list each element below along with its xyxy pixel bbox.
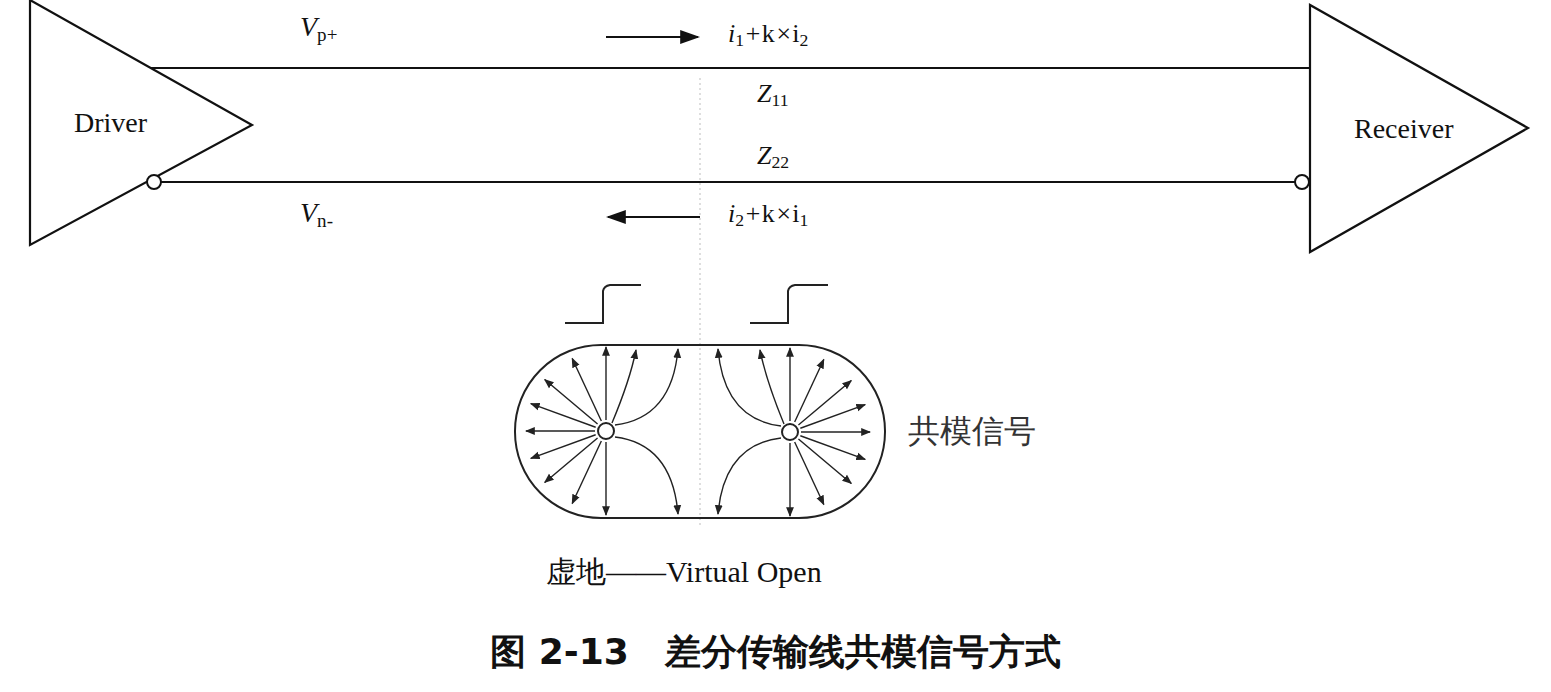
field-arrow: [545, 438, 598, 482]
buffer-triangle: [30, 0, 252, 245]
field-arrow: [572, 358, 601, 421]
current-label: i2+k×i1: [728, 198, 808, 232]
inversion-bubble: [147, 175, 161, 189]
voltage-label: Vp+: [300, 10, 337, 47]
virtual-ground-label: 虚地——Virtual Open: [546, 554, 822, 590]
buffer-triangle: [1310, 5, 1528, 252]
current-label: i1+k×i2: [728, 18, 808, 52]
field-arrow: [605, 442, 606, 515]
field-curve: [718, 438, 781, 514]
field-arrow: [545, 380, 598, 424]
current-arrow-left: [608, 216, 700, 218]
conductor-dot: [598, 423, 614, 439]
inversion-bubble: [1295, 175, 1309, 189]
voltage-label: Vn-: [300, 196, 333, 233]
buffer-label: Receiver: [1354, 112, 1454, 146]
field-curve: [612, 350, 636, 423]
field-curve: [615, 349, 678, 425]
buffer-label: Driver: [74, 106, 147, 140]
field-arrow: [795, 442, 824, 505]
driver-buffer: Driver: [30, 0, 252, 245]
step-waveform: [565, 285, 641, 323]
field-curve: [615, 437, 678, 514]
field-arrow: [798, 439, 851, 483]
step-waveform: [750, 285, 828, 323]
conductor-dot: [782, 424, 798, 440]
field-arrow: [789, 348, 790, 421]
field-curve: [718, 349, 781, 426]
mode-label: 共模信号: [908, 412, 1036, 450]
field-arrow: [800, 436, 865, 460]
impedance-label: Z11: [757, 78, 789, 112]
field-arrow: [531, 404, 596, 428]
field-arrow: [605, 347, 606, 420]
ground-oval: [515, 345, 885, 518]
field-arrow: [800, 405, 865, 429]
field-lines: [526, 347, 870, 516]
field-arrow: [801, 431, 870, 432]
center-dotted-line: [699, 78, 700, 528]
field-arrow: [531, 435, 596, 459]
field-curve: [760, 350, 784, 424]
current-arrow-right: [606, 36, 698, 38]
field-arrow: [789, 443, 790, 516]
field-arrow: [795, 359, 824, 422]
field-arrow: [572, 441, 601, 504]
figure-caption: 图 2-13 差分传输线共模信号方式: [0, 628, 1551, 677]
receiver-buffer: Receiver: [1295, 5, 1528, 252]
field-arrow: [798, 381, 851, 425]
impedance-label: Z22: [757, 140, 789, 174]
field-arrow: [526, 430, 595, 431]
transmission-line: [151, 67, 1310, 69]
transmission-line: [161, 181, 1295, 183]
